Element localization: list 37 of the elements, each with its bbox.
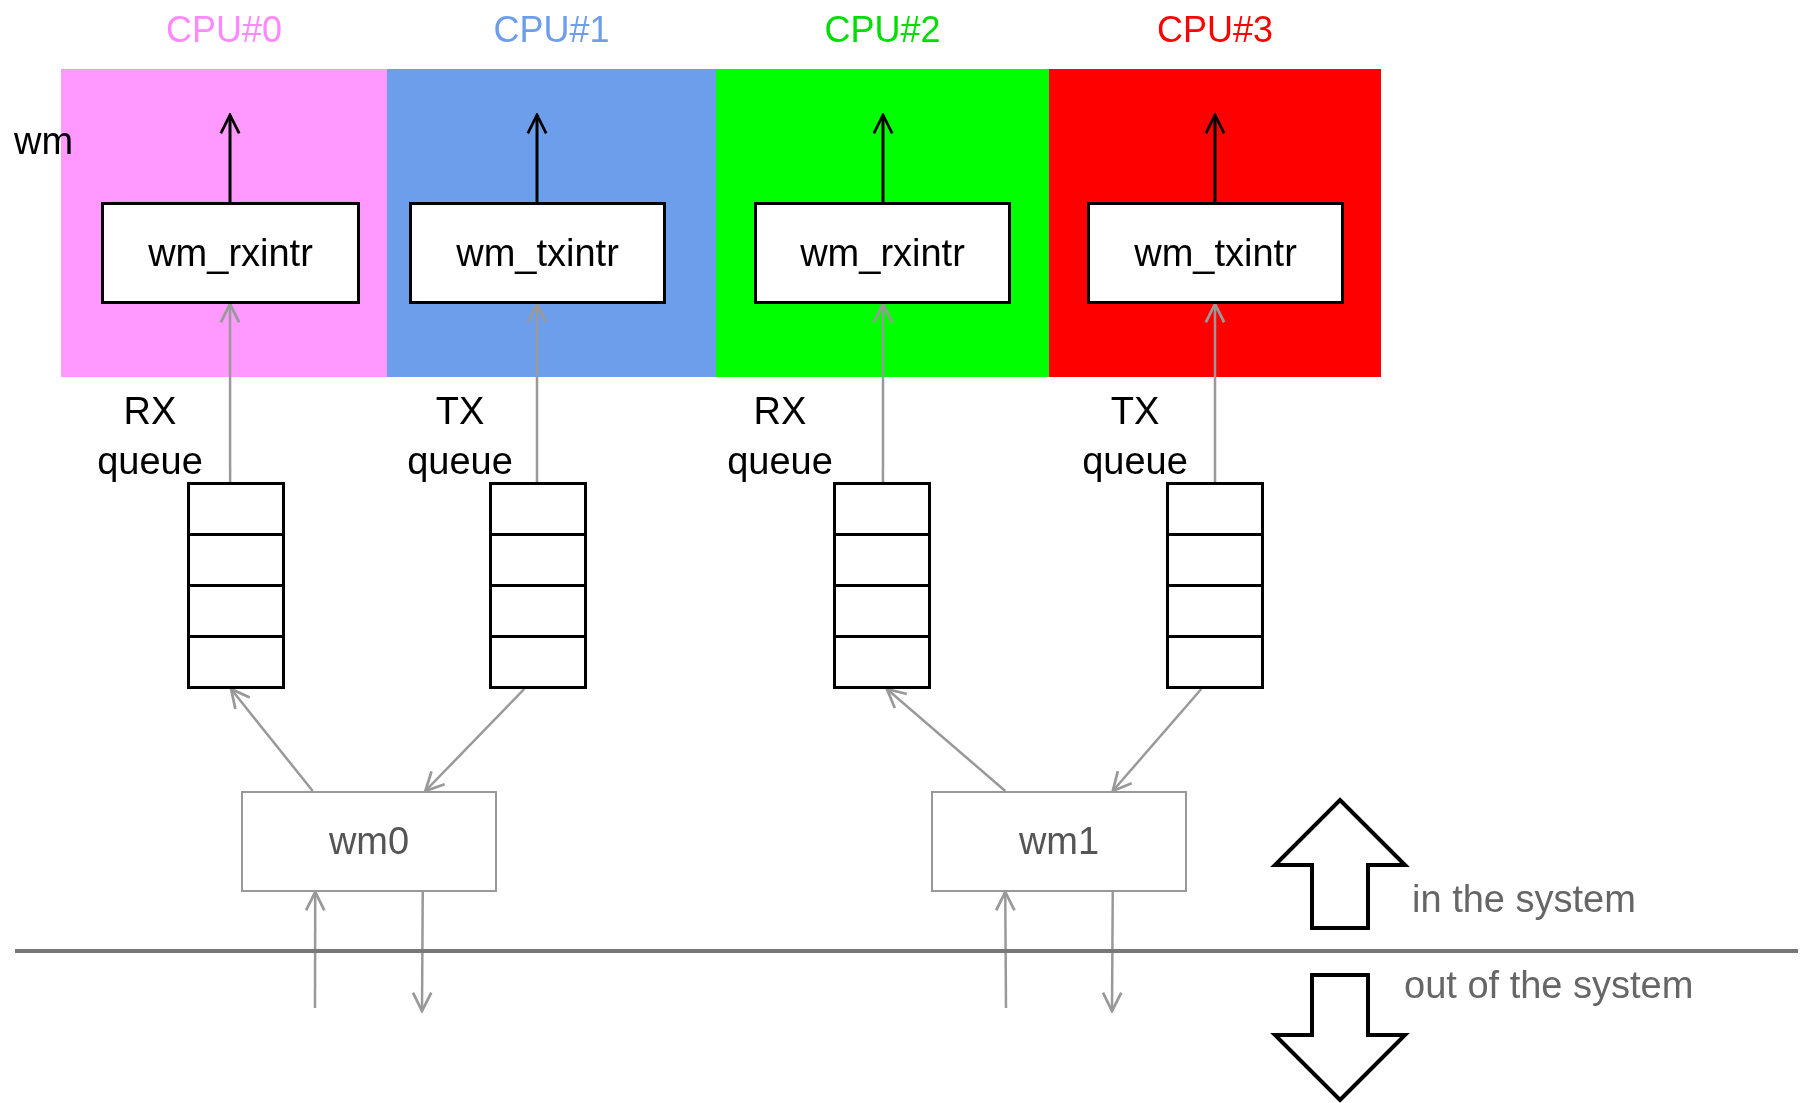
arrow [872, 302, 894, 482]
arrow [526, 302, 548, 482]
arrow [304, 890, 326, 1008]
arrow [526, 113, 548, 202]
queue-drawing [833, 482, 931, 689]
handler-box: wm_rxintr [101, 202, 360, 304]
arrow [885, 687, 1007, 792]
handler-box: wm_txintr [409, 202, 666, 304]
queue-drawing [187, 482, 285, 689]
queue-label: TX queue [1081, 389, 1189, 484]
arrow [219, 113, 241, 202]
arrow [1111, 688, 1203, 793]
cpu-label: CPU#3 [1155, 9, 1275, 51]
queue-label: RX queue [726, 389, 834, 484]
handler-box: wm_txintr [1087, 202, 1344, 304]
cpu-label: CPU#1 [492, 9, 611, 51]
side-label: wm [14, 120, 74, 163]
device-box: wm1 [931, 791, 1187, 892]
arrow [872, 113, 894, 202]
queue-label: TX queue [406, 389, 514, 484]
arrow [1204, 113, 1226, 202]
device-box: wm0 [241, 791, 497, 892]
arrow [411, 892, 433, 1013]
region-label: in the system [1412, 878, 1636, 921]
cpu-label: CPU#0 [164, 9, 284, 51]
queue-label: RX queue [96, 389, 204, 484]
handler-box: wm_rxintr [754, 202, 1011, 304]
cpu-label: CPU#2 [823, 9, 942, 51]
arrow [994, 890, 1016, 1008]
arrow [229, 687, 314, 792]
queue-drawing [1166, 482, 1264, 689]
queue-drawing [489, 482, 587, 689]
arrow [1204, 302, 1226, 482]
arrow [423, 688, 526, 793]
arrow [219, 302, 241, 482]
region-label: out of the system [1404, 964, 1694, 1007]
arrow [1101, 892, 1123, 1013]
